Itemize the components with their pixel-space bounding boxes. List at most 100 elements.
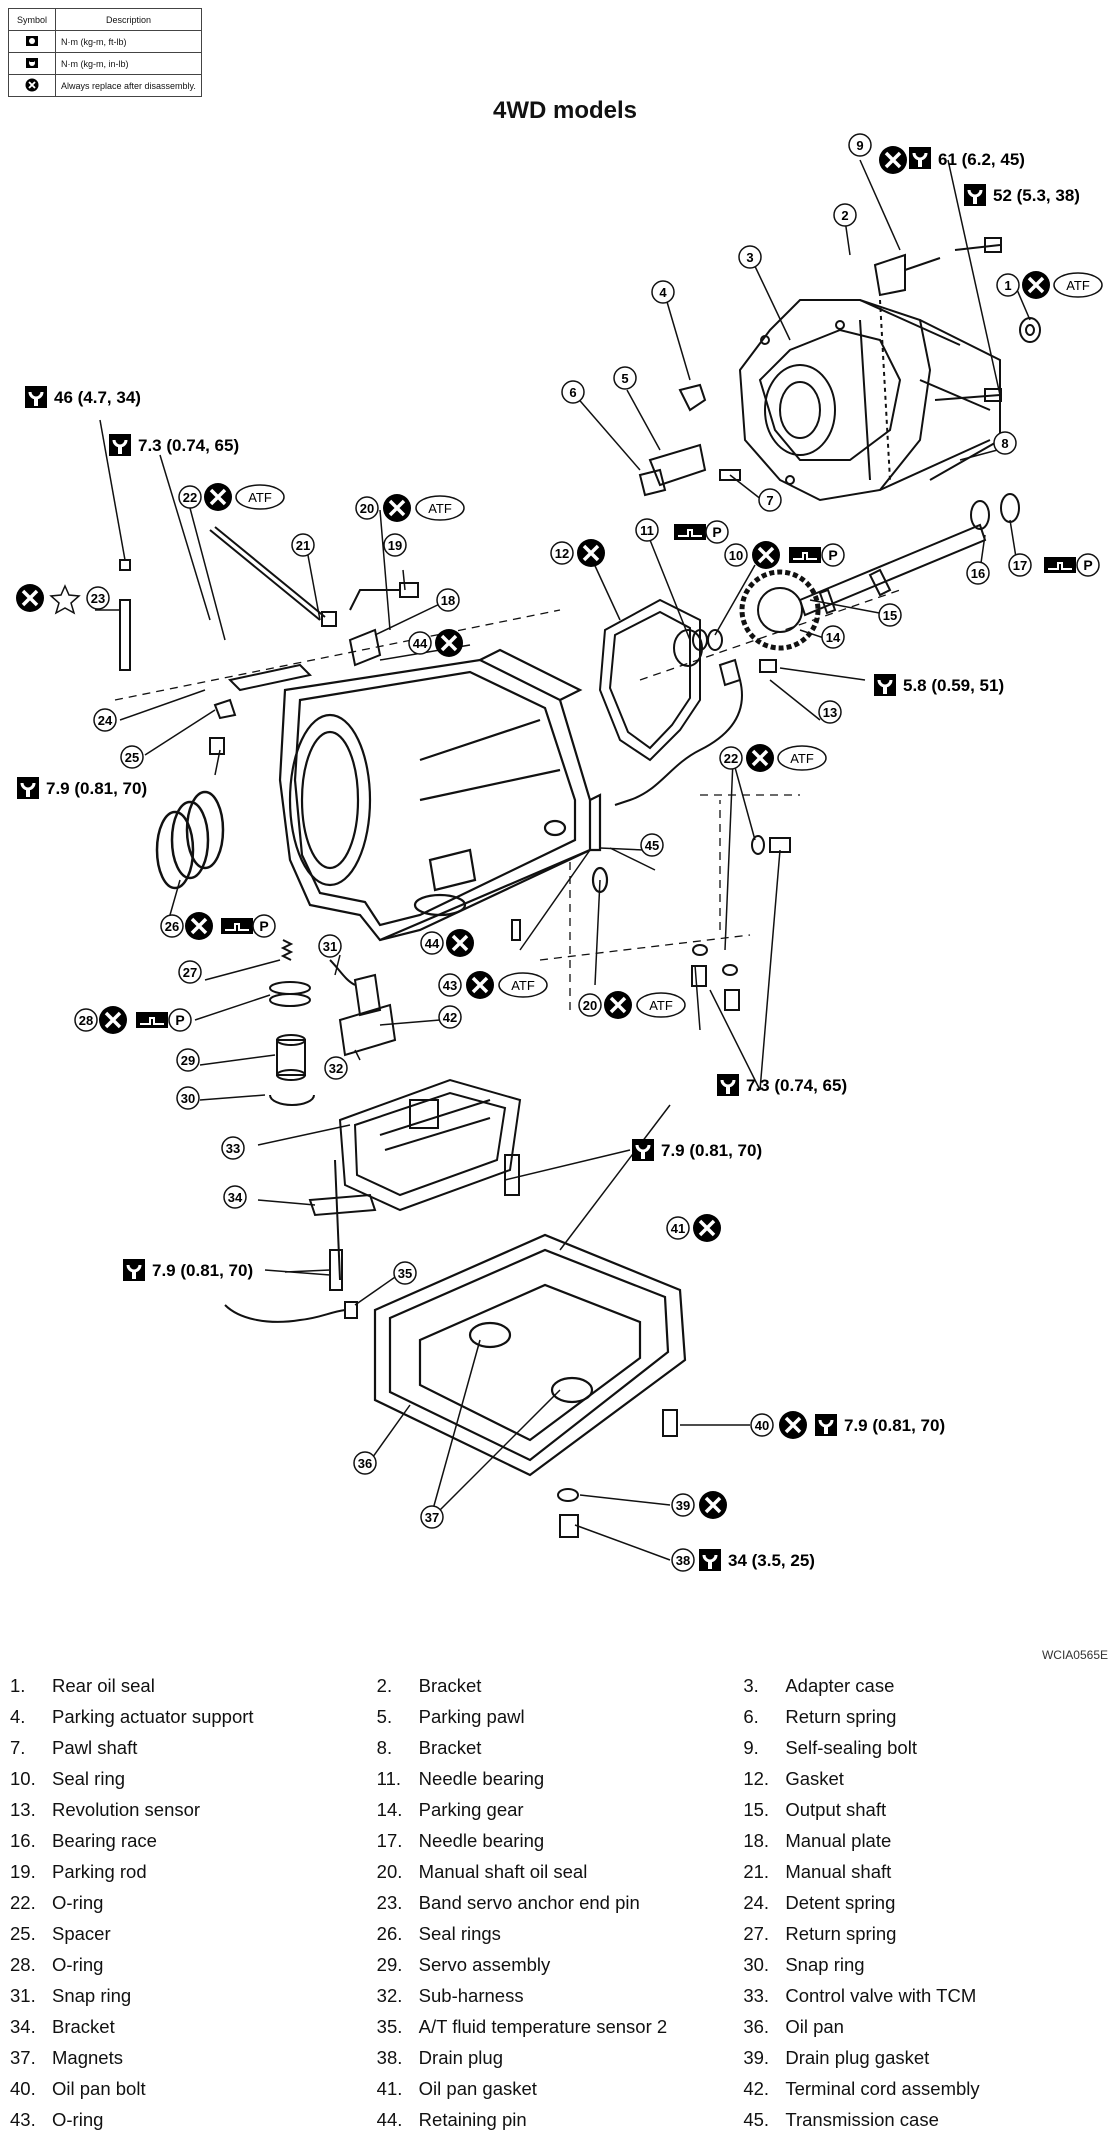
fluid-temperature-sensor <box>224 1301 358 1323</box>
part-name: Manual plate <box>785 1829 892 1851</box>
torque-callout: 7.3 (0.74, 65) <box>138 436 239 455</box>
oil-pan <box>373 1233 687 1477</box>
part-entry: 31.Snap ring <box>10 1985 377 2007</box>
part-entry: 41.Oil pan gasket <box>377 2078 744 2100</box>
part-number: 32. <box>376 1984 403 2006</box>
figure-code: WCIA0565E <box>1041 1648 1108 1662</box>
svg-text:ATF: ATF <box>790 751 814 766</box>
part-name: Band servo anchor end pin <box>418 1891 640 1913</box>
svg-text:6: 6 <box>569 385 576 400</box>
part-entry: 44.Retaining pin <box>377 2109 744 2131</box>
part-name: Manual shaft oil seal <box>418 1860 588 1882</box>
part-entry: 18. Manual plate <box>743 1830 1110 1852</box>
svg-text:3: 3 <box>746 250 753 265</box>
seal-rings <box>155 790 225 890</box>
part-entry: 8.Bracket <box>377 1737 744 1759</box>
svg-text:P: P <box>175 1012 184 1028</box>
part-entry: 37. Magnets <box>10 2047 377 2069</box>
manual-plate <box>213 628 382 720</box>
svg-text:2: 2 <box>841 208 848 223</box>
svg-text:26: 26 <box>165 919 179 934</box>
part-number: 2. <box>376 1674 393 1696</box>
part-name: Magnets <box>52 2046 123 2068</box>
svg-text:44: 44 <box>425 936 440 951</box>
svg-text:23: 23 <box>91 591 105 606</box>
part-name: Gasket <box>785 1767 844 1789</box>
svg-text:42: 42 <box>443 1010 457 1025</box>
torque-callout: 7.9 (0.81, 70) <box>46 779 147 798</box>
part-entry: 30.Snap ring <box>743 1954 1110 1976</box>
part-number: 19. <box>10 1860 36 1882</box>
svg-text:P: P <box>1083 557 1092 573</box>
part-entry: 5.Parking pawl <box>377 1706 744 1728</box>
part-number: 7. <box>10 1736 26 1758</box>
self-sealing-bolts <box>934 237 1041 402</box>
part-number: 37. <box>10 2046 36 2068</box>
part-name: Pawl shaft <box>52 1736 138 1758</box>
part-entry: 10.Seal ring <box>10 1768 377 1790</box>
bearing-rings <box>673 493 1020 667</box>
svg-text:P: P <box>259 918 268 934</box>
svg-text:39: 39 <box>676 1498 690 1513</box>
svg-text:33: 33 <box>226 1141 240 1156</box>
spacer <box>209 737 225 755</box>
part-name: O-ring <box>52 1891 104 1913</box>
part-name: Detent spring <box>785 1891 896 1913</box>
part-number: 15. <box>743 1798 770 1820</box>
part-entry: 2.Bracket <box>377 1675 744 1697</box>
svg-text:22: 22 <box>724 751 738 766</box>
bracket-2 <box>873 253 941 297</box>
torque-callout: 34 (3.5, 25) <box>728 1551 815 1570</box>
part-number: 17. <box>376 1829 403 1851</box>
part-number: 22. <box>10 1891 36 1913</box>
svg-text:ATF: ATF <box>511 978 535 993</box>
part-name: O-ring <box>52 1953 104 1975</box>
svg-text:11: 11 <box>640 523 654 538</box>
revolution-sensor <box>614 658 777 806</box>
svg-text:44: 44 <box>413 636 428 651</box>
svg-text:20: 20 <box>583 998 597 1013</box>
part-number: 29. <box>376 1953 403 1975</box>
svg-text:34: 34 <box>228 1190 243 1205</box>
part-number: 26. <box>376 1922 403 1944</box>
svg-text:28: 28 <box>79 1013 93 1028</box>
part-number: 18. <box>743 1829 770 1851</box>
part-name: Needle bearing <box>418 1767 545 1789</box>
torque-callout: 61 (6.2, 45) <box>938 150 1025 169</box>
replace-icon <box>8 74 56 97</box>
part-number: 3. <box>743 1674 759 1696</box>
part-number: 4. <box>10 1705 26 1727</box>
part-number: 12. <box>743 1767 770 1789</box>
part-number: 35. <box>376 2015 403 2037</box>
part-entry: 42.Terminal cord assembly <box>743 2078 1110 2100</box>
part-number: 11. <box>376 1767 402 1789</box>
torque-callout: 7.9 (0.81, 70) <box>661 1141 762 1160</box>
part-name: Oil pan gasket <box>418 2077 537 2099</box>
petroleum-jelly-icon-group <box>135 523 1077 1029</box>
parking-pawl-group <box>638 383 741 497</box>
part-number: 39. <box>743 2046 770 2068</box>
diagram-title: 4WD models <box>492 97 638 124</box>
part-number: 10. <box>10 1767 36 1789</box>
part-name: Needle bearing <box>418 1829 545 1851</box>
part-entry: 25.Spacer <box>10 1923 377 1945</box>
part-name: Return spring <box>785 1922 897 1944</box>
terminal-cord-assembly <box>329 959 397 1057</box>
part-number: 23. <box>376 1891 403 1913</box>
part-number: 40. <box>10 2077 36 2099</box>
torque-callout: 7.3 (0.74, 65) <box>746 1076 847 1095</box>
part-number-badges: 9 2 3 1 4 5 6 7 8 11 12 10 14 15 16 17 1… <box>74 133 1032 1572</box>
svg-text:9: 9 <box>856 138 863 153</box>
svg-text:7: 7 <box>766 493 773 508</box>
part-number: 21. <box>743 1860 770 1882</box>
part-name: Self-sealing bolt <box>785 1736 917 1758</box>
part-name: Seal rings <box>418 1922 501 1944</box>
part-name: Spacer <box>52 1922 111 1944</box>
part-name: Retaining pin <box>418 2108 527 2130</box>
